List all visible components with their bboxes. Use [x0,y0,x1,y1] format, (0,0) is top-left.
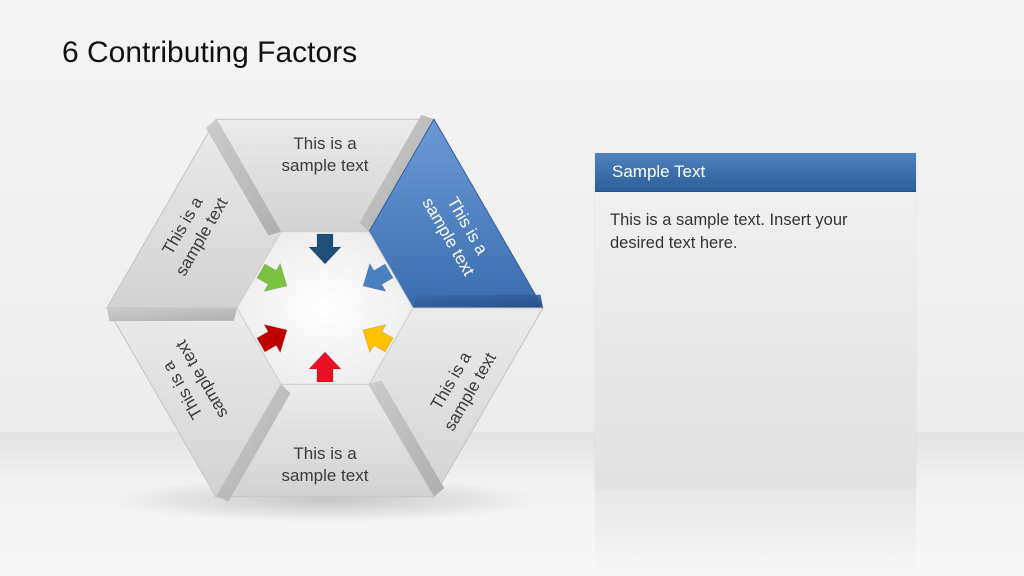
panel-header: Sample Text [595,153,916,192]
segment-lower-left: This is asample text [106,307,282,498]
panel-body: This is a sample text. Insert your desir… [610,211,848,252]
segment-upper-left: This is asample text [106,118,282,309]
segment-lower-right: This is asample text [368,307,544,498]
segment-label-line: This is a [293,444,357,463]
segment-bevel [205,119,281,236]
segment-bottom: This is a sample text [215,383,435,502]
info-panel: Sample Text This is a sample text. Inser… [595,153,916,487]
arrow-up-right-icon [256,324,288,354]
arrow-up-icon [308,351,342,383]
segment-bevel [413,294,543,308]
segment-bevel [216,384,291,502]
segment-bevel [359,114,434,232]
segment-upper-right: This is asample text [368,118,544,309]
panel-reflection [595,487,916,576]
segment-label-line: sample text [282,466,369,485]
segment-label-line: sample text [282,156,369,175]
segment-top: This is a sample text [215,114,435,233]
slide-title: 6 Contributing Factors [62,36,358,69]
arrow-down-right-icon [256,262,288,292]
arrow-down-left-icon [362,262,394,292]
arrow-down-icon [308,233,342,265]
center-arrows [256,233,394,383]
segment-label: This is a sample text [282,444,369,485]
arrow-up-left-icon [362,324,394,354]
segment-bevel [107,308,237,322]
segment-label: This is a sample text [282,134,369,175]
segment-label-line: This is a [293,134,357,153]
segment-bevel [369,380,445,497]
